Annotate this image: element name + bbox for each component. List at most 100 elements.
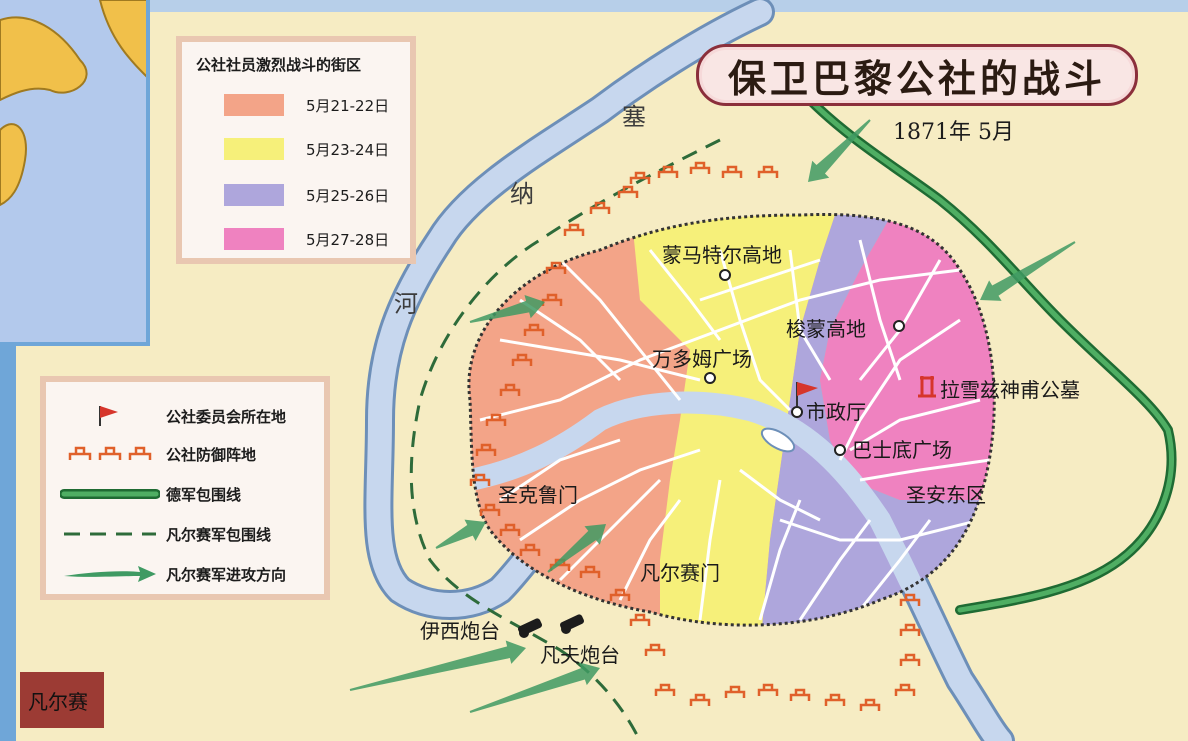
legend-label: 5月25-26日	[306, 186, 390, 205]
fortification-icon	[899, 653, 921, 666]
district-may25-26	[760, 214, 995, 626]
bastille-marker	[834, 444, 846, 456]
legend-swatch	[224, 138, 284, 160]
attack-arrow-icon	[469, 662, 600, 713]
fortification-icon	[757, 683, 779, 696]
fortification-icon	[689, 161, 711, 174]
top-water-strip	[150, 0, 1188, 12]
attack-arrow-icon	[547, 524, 606, 573]
hotel-de-ville-marker	[791, 406, 803, 418]
fortification-icon	[894, 683, 916, 696]
legend-row-may25-26: 5月25-26日	[224, 184, 389, 206]
legend-label: 5月21-22日	[306, 96, 390, 115]
dashed-line-icon	[60, 522, 160, 546]
fortification-icon	[469, 473, 491, 486]
fortification-icon	[485, 413, 507, 426]
fortification-icon	[654, 683, 676, 696]
fortification-icon	[721, 165, 743, 178]
legend-row-may21-22: 5月21-22日	[224, 94, 389, 116]
city-districts	[468, 214, 995, 626]
legend-swatch	[224, 228, 284, 250]
legend-row-defense: 公社防御阵地	[60, 442, 320, 466]
place-versailles-gate: 凡尔赛门	[640, 561, 720, 585]
place-pere-lachaise: 拉雪兹神甫公墓	[940, 378, 1080, 402]
map-title: 保卫巴黎公社的战斗	[727, 55, 1106, 101]
legend-row-may23-24: 5月23-24日	[224, 138, 389, 160]
commune-defense-positions	[469, 161, 921, 711]
legend-row-attack: 凡尔赛军进攻方向	[60, 562, 320, 586]
fortification-icon	[689, 693, 711, 706]
legend-symbol-label: 凡尔赛军进攻方向	[166, 565, 287, 584]
green-arrow-icon	[60, 562, 160, 586]
district-legend: 公社社员激烈战斗的街区 5月21-22日 5月23-24日 5月25-26日 5…	[176, 36, 416, 264]
fortification-icon	[579, 565, 601, 578]
inset-map	[0, 0, 150, 346]
fortification-icon	[609, 588, 631, 601]
river-char-2: 纳	[510, 180, 534, 208]
legend-symbol-label: 凡尔赛军包围线	[166, 525, 272, 544]
vendome-marker	[704, 372, 716, 384]
fortification-icon	[789, 688, 811, 701]
fortification-icon	[899, 593, 921, 606]
fortification-icon	[523, 323, 545, 336]
fortification-icon	[899, 623, 921, 636]
place-saint-antoine: 圣安东区	[906, 483, 986, 507]
place-vanves-battery: 凡夫炮台	[540, 643, 620, 667]
fortification-icon	[629, 613, 651, 626]
legend-swatch	[224, 94, 284, 116]
versailles-line	[409, 138, 721, 741]
legend-symbol-label: 公社防御阵地	[166, 445, 257, 464]
fortification-icon	[499, 523, 521, 536]
fortification-icon	[479, 503, 501, 516]
place-saint-cloud-gate: 圣克鲁门	[498, 483, 578, 507]
green-line-icon	[59, 482, 161, 506]
place-versailles: 凡尔赛	[28, 690, 88, 714]
fortification-icon	[657, 165, 679, 178]
fortification-icon	[724, 685, 746, 698]
red-flag-icon	[796, 382, 818, 406]
place-issy-battery: 伊西炮台	[420, 619, 500, 643]
attack-arrow-icon	[808, 119, 871, 182]
attack-arrow-icon	[349, 640, 526, 691]
cemetery-icon	[918, 376, 936, 398]
place-belleville: 梭蒙高地	[786, 317, 866, 341]
place-hotel-de-ville: 市政厅	[806, 400, 866, 424]
cannon-icon	[559, 614, 585, 634]
ile-de-la-cite	[760, 427, 796, 453]
fortification-icon	[859, 698, 881, 711]
fortification-icon	[589, 201, 611, 214]
legend-symbol-label: 公社委员会所在地	[166, 407, 287, 426]
fortification-icon	[475, 443, 497, 456]
fortification-icon	[629, 171, 651, 184]
fortification-icon	[511, 353, 533, 366]
district-may23-24	[630, 214, 840, 626]
fortification-icon	[757, 165, 779, 178]
legend-label: 5月23-24日	[306, 140, 390, 159]
map-date: 1871年 5月	[893, 120, 1014, 145]
versailles-block: 凡尔赛	[20, 672, 104, 728]
legend-row-german-line: 德军包围线	[59, 482, 320, 506]
inset-map-shapes	[0, 0, 146, 207]
map-title-banner: 保卫巴黎公社的战斗	[696, 44, 1138, 106]
belleville-marker	[893, 320, 905, 332]
attack-arrow-icon	[469, 295, 545, 323]
place-bastille: 巴士底广场	[852, 438, 952, 462]
versailles-attack-arrows	[349, 119, 1076, 713]
fortification-icon	[617, 185, 639, 198]
red-flag-icon	[60, 404, 160, 428]
fortification-icon	[563, 223, 585, 236]
legend-swatch	[224, 184, 284, 206]
district-legend-title: 公社社员激烈战斗的街区	[196, 56, 362, 74]
streets	[479, 239, 991, 621]
attack-arrow-icon	[980, 241, 1076, 301]
montmartre-marker	[719, 269, 731, 281]
legend-row-committee: 公社委员会所在地	[60, 404, 320, 428]
fortification-icon	[644, 643, 666, 656]
inner-river	[468, 391, 951, 626]
legend-row-versailles-line: 凡尔赛军包围线	[60, 522, 320, 546]
fortification-icon	[545, 261, 567, 274]
attack-arrow-icon	[435, 519, 486, 549]
left-frame-strip	[0, 346, 16, 741]
